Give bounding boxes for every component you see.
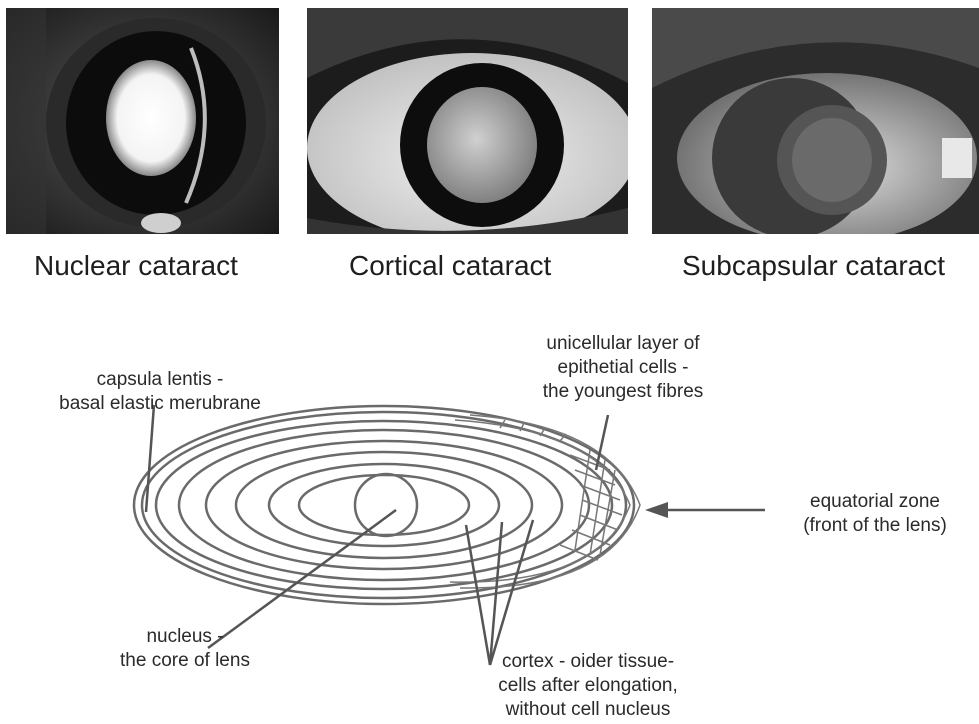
nuclear-cataract-caption: Nuclear cataract [34, 250, 238, 282]
equatorial-arrowhead [645, 502, 668, 518]
equatorial-label: equatorial zone (front of the lens) [775, 490, 975, 538]
epithelial-leader [596, 415, 608, 470]
subcapsular-cataract-caption: Subcapsular cataract [682, 250, 945, 282]
cortex-label: cortex - oider tissue- cells after elong… [458, 650, 718, 722]
lens-ring-1 [156, 421, 612, 589]
epithelial-label: unicellular layer of epithetial cells - … [508, 332, 738, 404]
capsula-leader [146, 405, 154, 512]
lens-ring-6 [299, 475, 469, 535]
lens-ring-4 [236, 452, 532, 558]
lens-ring-5 [269, 464, 499, 546]
cortical-cataract-photo [307, 8, 628, 234]
lens-ring-3 [206, 441, 562, 569]
cortical-cataract-caption: Cortical cataract [349, 250, 551, 282]
nucleus-circle [355, 474, 417, 536]
subcapsular-cataract-photo [652, 8, 979, 234]
capsula-outer-ring [134, 406, 634, 604]
nuclear-cataract-photo [6, 8, 279, 234]
nucleus-label: nucleus - the core of lens [90, 625, 280, 673]
capsula-label: capsula lentis - basal elastic merubrane [20, 368, 300, 416]
